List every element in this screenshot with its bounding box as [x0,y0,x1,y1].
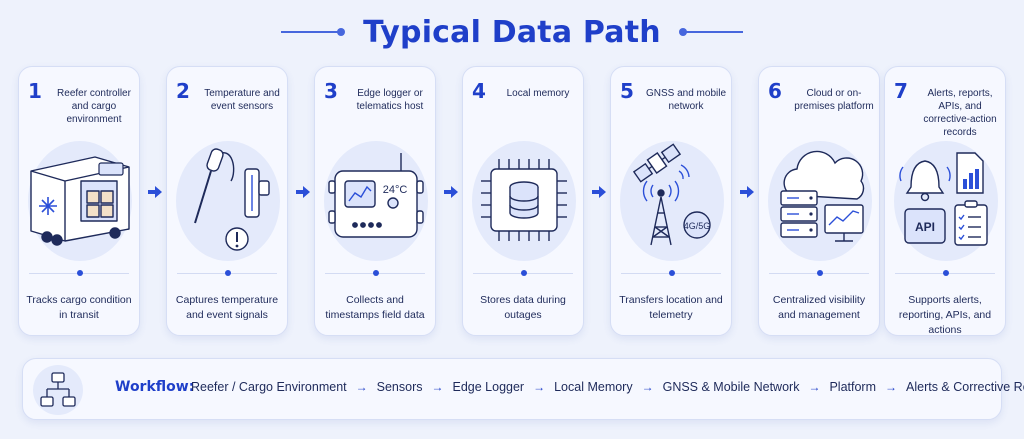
logger-reading: 24°C [383,184,408,196]
step-card-6: 6 Cloud or on-premises platform Centrali… [758,66,880,336]
title-decor-left [281,28,346,36]
step-heading: Reefer controller and cargo environment [57,88,131,125]
step-description: Stores data during outages [480,294,566,321]
workflow-item: Sensors [376,380,423,394]
satellite-tower-icon: 4G/5G [632,143,711,246]
step-card-1: 1 Reefer controller and cargo environmen… [18,66,140,336]
icon-backdrop [620,141,724,261]
divider-dot [521,270,527,276]
step-card-4: 4 Local memory Stores data during outage… [462,66,584,336]
workflow-arrow: → [885,380,897,394]
api-label: API [915,220,935,234]
flowchart-icon [40,372,76,407]
divider-dot [225,270,231,276]
step-number: 2 [176,79,190,103]
workflow-arrow: → [533,380,546,394]
workflow-label: Workflow: [115,379,195,395]
step-number: 3 [324,79,338,103]
step-heading: GNSS and mobile network [645,88,727,112]
step-card-3: 3 Edge logger or telematics host 24°C [314,66,436,336]
steps-row: 1 Reefer controller and cargo environmen… [18,66,1006,338]
workflow-arrow: → [431,380,444,394]
step-description: Supports alerts, reporting, APIs, and ac… [898,294,992,336]
step-card-7: 7 Alerts, reports, APIs, and corrective-… [884,66,1006,336]
step-number: 4 [472,79,486,103]
divider-dot [373,270,379,276]
arrow-right-icon [740,186,754,198]
workflow-bar: Workflow: Reefer / Cargo Environment → S… [22,358,1024,420]
workflow-item: GNSS & Mobile Network [662,380,800,394]
edge-logger-icon: 24°C [328,153,424,238]
workflow-item: Local Memory [554,380,633,394]
workflow-arrow: → [641,380,654,394]
arrow-right-icon [444,186,458,198]
reefer-truck-icon [30,156,130,246]
arrow-right-icon [592,186,606,198]
memory-chip-icon [481,159,567,241]
step-description: Tracks cargo condition in transit [26,294,132,321]
cloud-server-icon [780,150,865,242]
network-badge: 4G/5G [684,221,711,231]
step-number: 7 [894,79,908,103]
step-heading: Local memory [506,88,570,99]
divider-dot [77,270,83,276]
step-heading: Alerts, reports, APIs, and corrective-ac… [923,88,997,138]
divider-dot [943,270,949,276]
title-decor-right [678,28,743,36]
step-description: Centralized visibility and management [772,294,866,321]
step-card-2: 2 Temperature and event sensors Captures… [166,66,288,336]
step-description: Transfers location and telemetry [619,294,723,321]
step-description: Captures temperature and event signals [175,294,279,321]
workflow-items: Reefer / Cargo Environment → Sensors → E… [191,380,1024,394]
workflow-item: Reefer / Cargo Environment [191,380,347,394]
workflow-item: Alerts & Corrective Records [906,380,1024,394]
workflow-arrow: → [808,380,821,394]
title-row: Typical Data Path [0,10,1024,54]
sensor-probe-icon [194,148,270,251]
page-title: Typical Data Path [363,14,661,50]
step-number: 1 [28,79,42,103]
step-heading: Cloud or on-premises platform [794,88,874,112]
step-description: Collects and timestamps field data [325,294,425,321]
step-card-5: 5 GNSS and mobile network [610,66,732,336]
divider-dot [817,270,823,276]
alerts-reports-icon: API [899,152,988,246]
step-number: 5 [620,79,634,103]
workflow-arrow: → [355,380,368,394]
arrow-right-icon [296,186,310,198]
step-heading: Temperature and event sensors [204,88,280,112]
arrow-right-icon [148,186,162,198]
divider-dot [669,270,675,276]
step-heading: Edge logger or telematics host [356,88,424,112]
step-number: 6 [768,79,782,103]
workflow-item: Platform [829,380,876,394]
workflow-item: Edge Logger [452,380,525,394]
